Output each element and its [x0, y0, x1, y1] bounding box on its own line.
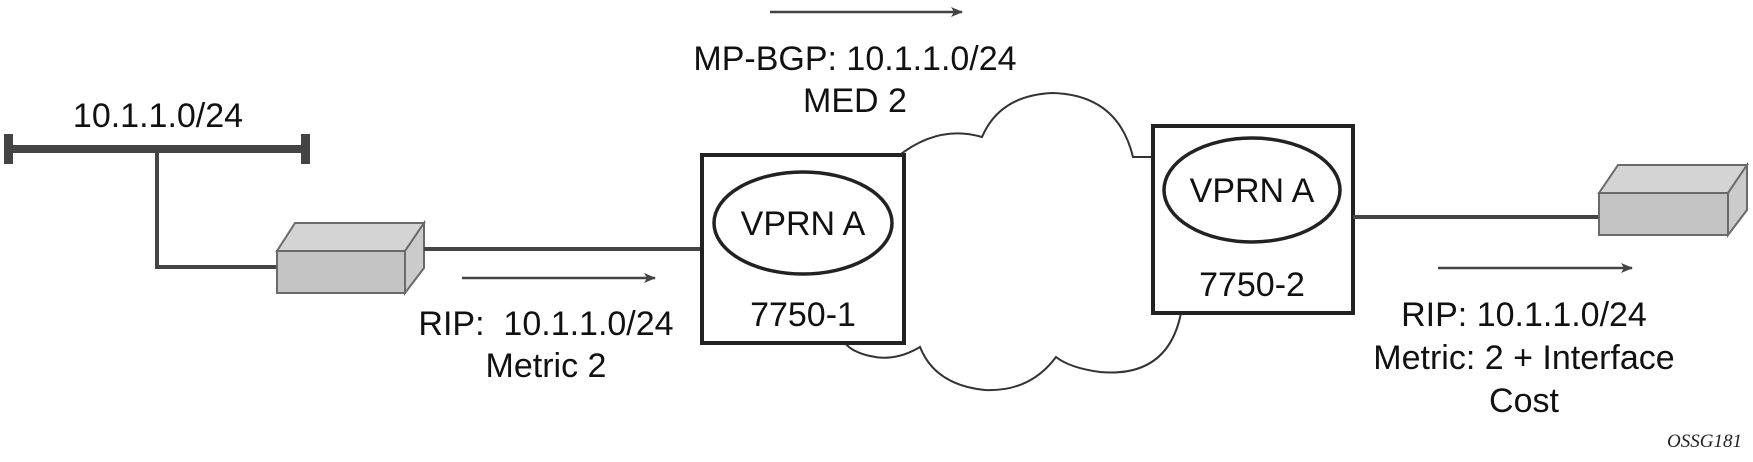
mpbgp-label-line1: MP-BGP: 10.1.1.0/24 — [693, 40, 1016, 78]
mpbgp-label-line2: MED 2 — [803, 82, 907, 120]
device-front-face — [1598, 192, 1729, 236]
subnet-to-ce1-link — [155, 152, 278, 269]
rip-left-label-line1: RIP: 10.1.1.0/24 — [418, 305, 673, 343]
pe-router-7750-2: VPRN A 7750-2 — [1151, 124, 1355, 315]
router-name-label: 7750-1 — [750, 296, 856, 334]
rip-right-label-line3: Cost — [1489, 382, 1559, 420]
vprn-label: VPRN A — [741, 205, 866, 243]
device-top-face — [1597, 164, 1749, 194]
vprn-ellipse — [1162, 136, 1342, 244]
provider-network-cloud-icon — [844, 91, 1182, 392]
figure-id-label: OSSG181 — [1667, 431, 1742, 452]
rip-left-label-line2: Metric 2 — [486, 347, 607, 385]
subnet-label: 10.1.1.0/24 — [73, 97, 243, 135]
ce-device-right-icon — [1597, 161, 1749, 238]
router-name-label: 7750-2 — [1199, 266, 1305, 304]
rip-right-label-line1: RIP: 10.1.1.0/24 — [1401, 296, 1647, 334]
subnet-bar-left-cap — [4, 134, 13, 164]
pe-router-7750-1: VPRN A 7750-1 — [700, 153, 906, 345]
device-top-face — [275, 222, 426, 252]
vprn-label: VPRN A — [1190, 172, 1315, 210]
ce-device-left-icon — [275, 219, 426, 296]
rip-right-label-line2: Metric: 2 + Interface — [1373, 339, 1674, 377]
subnet-bar-right-cap — [301, 134, 310, 164]
device-front-face — [276, 250, 406, 294]
vprn-ellipse — [712, 170, 894, 276]
subnet-bar — [4, 145, 309, 153]
subnet-segment: 10.1.1.0/24 — [4, 97, 310, 164]
